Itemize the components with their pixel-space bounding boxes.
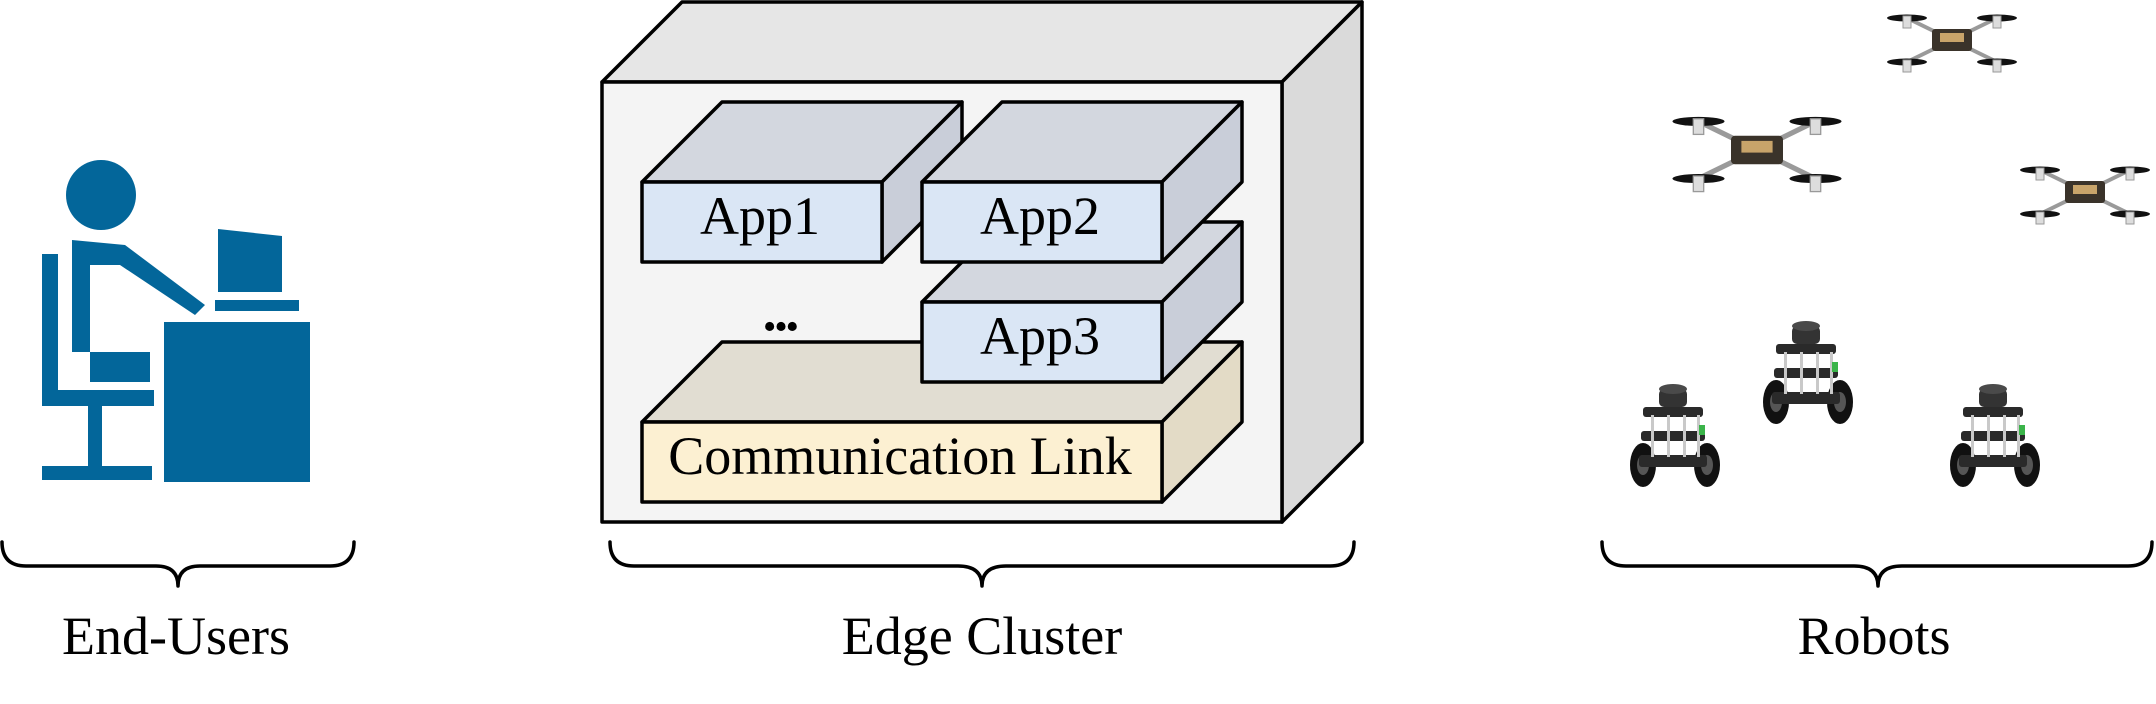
end-users-label: End-Users — [62, 606, 290, 666]
edge-cluster-brace — [608, 540, 1356, 588]
app2-block — [920, 100, 1244, 264]
app1-label: App1 — [700, 186, 820, 246]
ground-robot-icon — [1763, 321, 1853, 424]
robots-label: Robots — [1797, 606, 1950, 666]
edge-cluster-label: Edge Cluster — [842, 606, 1122, 666]
ground-robot-icon — [1950, 384, 2040, 487]
quadcopter-drone-icon — [1672, 116, 1842, 193]
robots-brace — [1600, 540, 2154, 588]
end-users-brace — [0, 540, 356, 588]
app2-label: App2 — [980, 186, 1100, 246]
quadcopter-drone-icon — [1887, 14, 2017, 73]
communication-link-label: Communication Link — [668, 426, 1131, 486]
ground-robot-icon — [1630, 384, 1720, 487]
more-apps-ellipsis: ••• — [763, 306, 798, 348]
app3-label: App3 — [980, 306, 1100, 366]
quadcopter-drone-icon — [2020, 166, 2150, 225]
person-at-desk-icon — [42, 160, 310, 482]
